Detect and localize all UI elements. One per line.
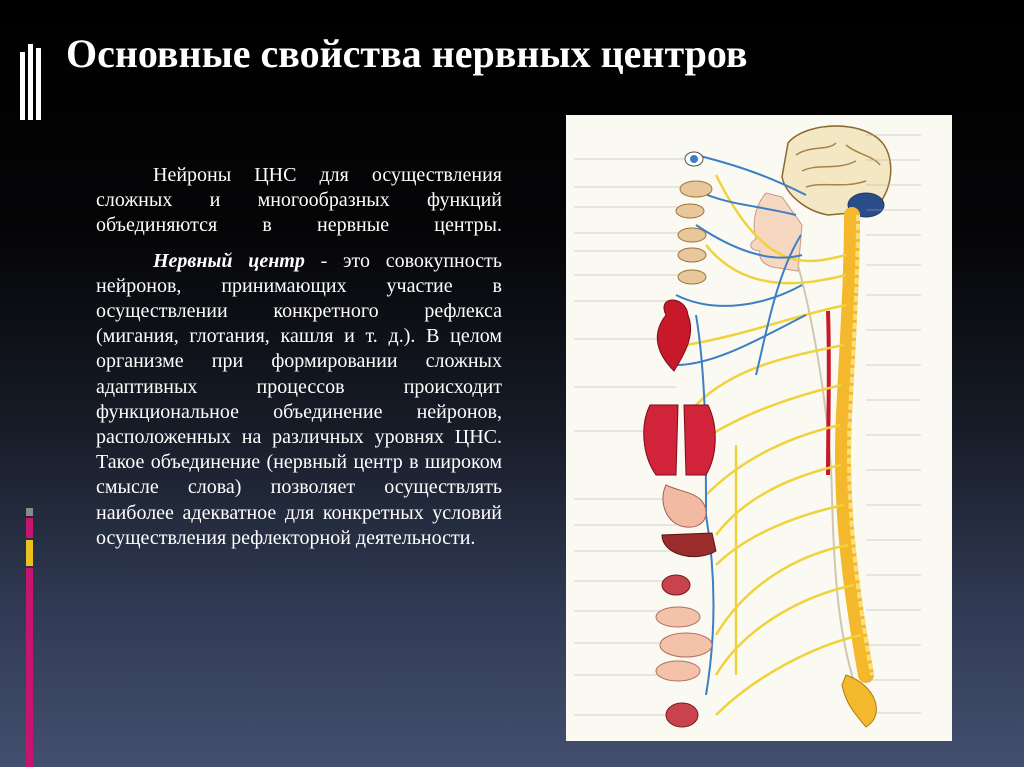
pelvis-icon	[841, 674, 877, 728]
bladder-icon	[665, 702, 699, 728]
liver-icon	[661, 532, 717, 558]
stomach-icon	[662, 484, 707, 528]
spinal-cord-icon	[826, 207, 874, 683]
accent-bar-magenta-long	[26, 568, 33, 767]
eye-icon	[684, 151, 704, 167]
accent-bar-magenta	[26, 518, 33, 538]
vertebra-labels	[866, 134, 921, 714]
lungs-icon	[643, 404, 716, 476]
paragraph-1: Нейроны ЦНС для осуществления сложных и …	[96, 164, 502, 237]
slide-title: Основные свойства нервных центров	[66, 31, 748, 76]
left-accent-bars	[26, 508, 36, 767]
organ-label-guides	[574, 158, 686, 716]
paragraph-2: Нервный центр - это совокупность нейроно…	[96, 249, 502, 551]
body-text: Нейроны ЦНС для осуществления сложных и …	[96, 163, 502, 551]
heart-icon	[656, 299, 692, 372]
accent-bar-gray	[26, 508, 33, 516]
intestine-icon	[655, 606, 713, 682]
brain-icon	[781, 125, 892, 218]
title-accent-bars	[20, 44, 44, 124]
nervous-system-illustration	[566, 115, 952, 741]
term-nervous-center: Нервный центр	[153, 249, 305, 272]
gland-icons	[675, 180, 713, 285]
kidney-icon	[661, 574, 691, 596]
accent-bar-yellow	[26, 540, 33, 566]
paragraph-2-text: - это совокупность нейронов, принимающих…	[96, 249, 502, 549]
